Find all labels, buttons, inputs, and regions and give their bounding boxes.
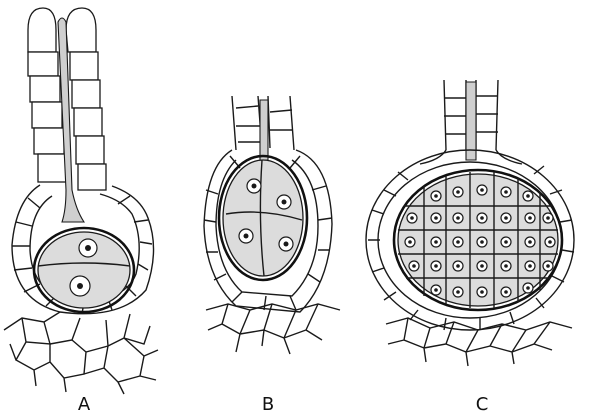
panel-b-neck	[232, 96, 294, 160]
panel-c-base-tissue	[386, 318, 572, 366]
panel-b-base-tissue	[206, 304, 340, 354]
panel-label-c: C	[476, 394, 489, 415]
panel-b-archegonium	[204, 96, 340, 354]
panel-c-egg-cells	[394, 170, 562, 310]
panel-a-base-tissue	[4, 312, 158, 394]
panel-c-neck	[420, 80, 522, 164]
panel-b-egg-cells	[219, 156, 307, 280]
panel-a-archegonium	[4, 8, 158, 394]
panel-a-neck	[28, 8, 106, 222]
panel-label-b: B	[262, 394, 274, 415]
panel-a-egg-cells	[34, 228, 134, 312]
panel-c-archegonium	[366, 80, 574, 366]
panel-label-a: A	[78, 394, 91, 415]
